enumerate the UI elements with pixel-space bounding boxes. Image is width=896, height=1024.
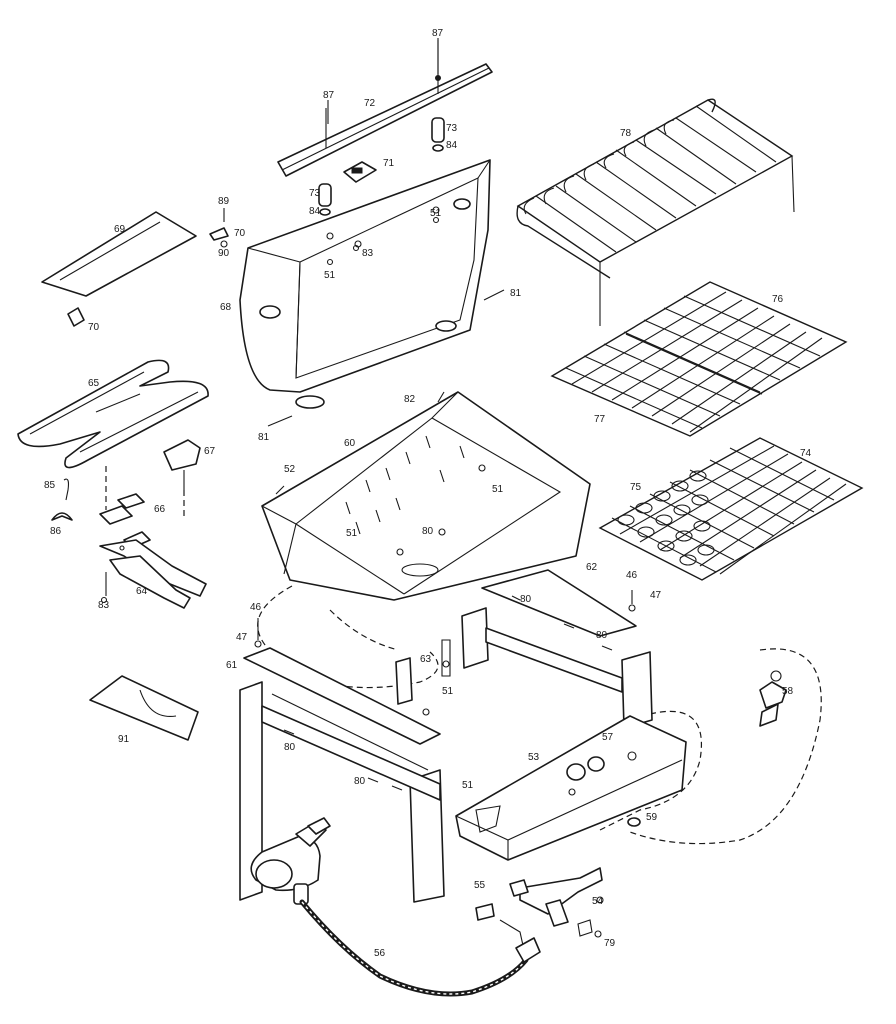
clip-70 (67, 208, 229, 327)
callout-label: 57 (602, 732, 614, 743)
callout-label: 78 (620, 128, 632, 139)
callout-label: 77 (594, 414, 606, 425)
callout-label: 53 (528, 752, 540, 763)
callout-label: 58 (782, 686, 794, 697)
handle-bar (277, 38, 493, 177)
callout-label: 51 (442, 686, 454, 697)
cart-frame (239, 569, 653, 903)
callout-label: 71 (383, 158, 395, 169)
callout-label: 65 (88, 378, 100, 389)
callout-label: 82 (404, 394, 416, 405)
bracket-67 (163, 439, 201, 490)
plate-66 (99, 493, 151, 549)
heat-shield (41, 211, 197, 297)
callout-label: 83 (98, 600, 110, 611)
callout-label: 81 (258, 432, 270, 443)
callout-label: 87 (323, 90, 335, 101)
callout-label: 51 (430, 208, 442, 219)
valve-assembly (475, 867, 604, 951)
callout-label: 76 (772, 294, 784, 305)
callout-label: 61 (226, 660, 238, 671)
gas-regulator (250, 817, 331, 905)
lid (239, 159, 491, 409)
callout-label: 68 (220, 302, 232, 313)
callout-label: 73 (446, 123, 458, 134)
callout-label: 64 (136, 586, 148, 597)
callout-label: 66 (154, 504, 166, 515)
rock-grate (598, 437, 864, 581)
callout-label: 90 (218, 248, 230, 259)
callout-label: 55 (474, 880, 486, 891)
callout-label: 51 (346, 528, 358, 539)
orifice-fitting-58 (759, 670, 787, 727)
heat-shield-91 (89, 675, 199, 741)
hardware-screws (100, 216, 636, 791)
callout-label: 73 (309, 188, 321, 199)
burner (17, 359, 209, 469)
callout-label: 63 (420, 654, 432, 665)
callout-label: 67 (204, 446, 216, 457)
ignitor-85-86 (51, 478, 73, 521)
callout-label: 84 (446, 140, 458, 151)
callout-label: 81 (510, 288, 522, 299)
screw-87 (327, 40, 441, 124)
callout-label: 86 (50, 526, 62, 537)
callout-label: 51 (462, 780, 474, 791)
callout-label: 80 (354, 776, 366, 787)
callout-label: 80 (422, 526, 434, 537)
spacer-73 (318, 117, 445, 216)
callout-label: 87 (432, 28, 444, 39)
callout-label: 79 (604, 938, 616, 949)
callout-label: 85 (44, 480, 56, 491)
mounting-bracket-63 (395, 639, 451, 705)
callout-label: 72 (364, 98, 376, 109)
callout-label: 46 (250, 602, 262, 613)
callout-label: 74 (800, 448, 812, 459)
callout-label: 51 (324, 270, 336, 281)
gas-hose (299, 899, 541, 997)
callout-label: 54 (592, 896, 604, 907)
callout-label: 83 (362, 248, 374, 259)
venturi-tube-64 (99, 539, 207, 609)
callout-label: 80 (284, 742, 296, 753)
callout-label: 84 (309, 206, 321, 217)
callout-label: 70 (234, 228, 246, 239)
thermometer (343, 161, 377, 183)
callout-label: 62 (586, 562, 598, 573)
callout-label: 69 (114, 224, 126, 235)
callout-label: 51 (492, 484, 504, 495)
grommet-59 (627, 817, 641, 827)
callout-label: 60 (344, 438, 356, 449)
callout-label: 91 (118, 734, 130, 745)
callout-label: 89 (218, 196, 230, 207)
callout-label: 75 (630, 482, 642, 493)
callout-label: 47 (236, 632, 248, 643)
firebox (261, 391, 591, 601)
control-panel (455, 715, 687, 861)
cooking-grid (550, 281, 848, 437)
callout-label: 80 (596, 630, 608, 641)
warming-rack (516, 98, 795, 326)
lava-rocks (617, 470, 715, 566)
callout-label: 70 (88, 322, 100, 333)
callout-label: 56 (374, 948, 386, 959)
callout-label: 59 (646, 812, 658, 823)
callout-labels: 87 87 72 73 84 71 73 84 51 51 89 70 90 6… (44, 28, 812, 959)
assembly-guide-lines (105, 466, 822, 845)
callout-label: 47 (650, 590, 662, 601)
callout-label: 80 (520, 594, 532, 605)
callout-label: 52 (284, 464, 296, 475)
callout-label: 46 (626, 570, 638, 581)
